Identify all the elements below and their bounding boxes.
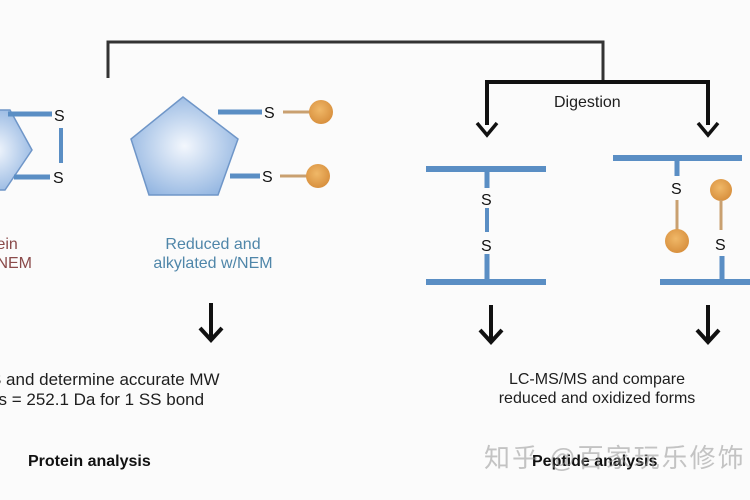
native-label-line: /NEM bbox=[0, 255, 32, 273]
sulfur-atom: S bbox=[671, 181, 682, 198]
sulfur-atom: S bbox=[481, 238, 492, 255]
arrow-down-icon bbox=[198, 303, 224, 343]
peptide-analysis-title: Peptide analysis bbox=[532, 453, 658, 470]
sulfur-atom: S bbox=[264, 105, 275, 122]
nem-group-icon bbox=[306, 164, 330, 188]
arrow-down-icon bbox=[478, 305, 504, 345]
native-label-line: tein bbox=[0, 236, 18, 253]
sulfur-atom: S bbox=[715, 237, 726, 254]
arrow-down-icon bbox=[696, 121, 720, 138]
arrow-down-icon bbox=[475, 121, 499, 138]
sulfur-atom: S bbox=[481, 192, 492, 209]
sulfur-atom: S bbox=[54, 108, 65, 125]
peptide-result-line: LC-MS/MS and compare bbox=[508, 371, 686, 388]
protein-analysis-title: Protein analysis bbox=[28, 453, 151, 470]
nem-group-icon bbox=[309, 100, 333, 124]
reduced-protein: S S bbox=[130, 96, 333, 196]
protein-pentagon bbox=[130, 96, 239, 196]
native-protein-label: tein /NEM bbox=[0, 235, 32, 273]
arrow-down-icon bbox=[695, 305, 721, 345]
digestion-connector bbox=[485, 80, 710, 125]
sulfur-atom: S bbox=[53, 170, 64, 187]
peptide-result-line: reduced and oxidized forms bbox=[498, 390, 696, 408]
reduced-peptides: S S bbox=[613, 155, 750, 285]
reduced-label-line: alkylated w/NEM bbox=[153, 255, 273, 273]
top-connector bbox=[106, 40, 605, 82]
reduced-label-line: Reduced and bbox=[165, 236, 261, 253]
watermark: 知乎 @百家玩乐修饰 bbox=[484, 443, 746, 473]
oxidized-peptide: S S bbox=[426, 166, 546, 285]
protein-result-text: S and determine accurate MW ss = 252.1 D… bbox=[0, 370, 220, 411]
protein-result-line: S and determine accurate MW bbox=[0, 370, 220, 389]
protein-result-line: ss = 252.1 Da for 1 SS bond bbox=[0, 390, 205, 410]
reduced-protein-label: Reduced and alkylated w/NEM bbox=[153, 235, 272, 273]
native-protein: S S bbox=[0, 108, 65, 191]
nem-group-icon bbox=[665, 229, 689, 253]
protein-pentagon bbox=[0, 109, 33, 191]
peptide-result-text: LC-MS/MS and compare reduced and oxidize… bbox=[499, 370, 696, 408]
nem-group-icon bbox=[710, 179, 732, 201]
sulfur-atom: S bbox=[262, 169, 273, 186]
digestion-label: Digestion bbox=[554, 94, 621, 111]
